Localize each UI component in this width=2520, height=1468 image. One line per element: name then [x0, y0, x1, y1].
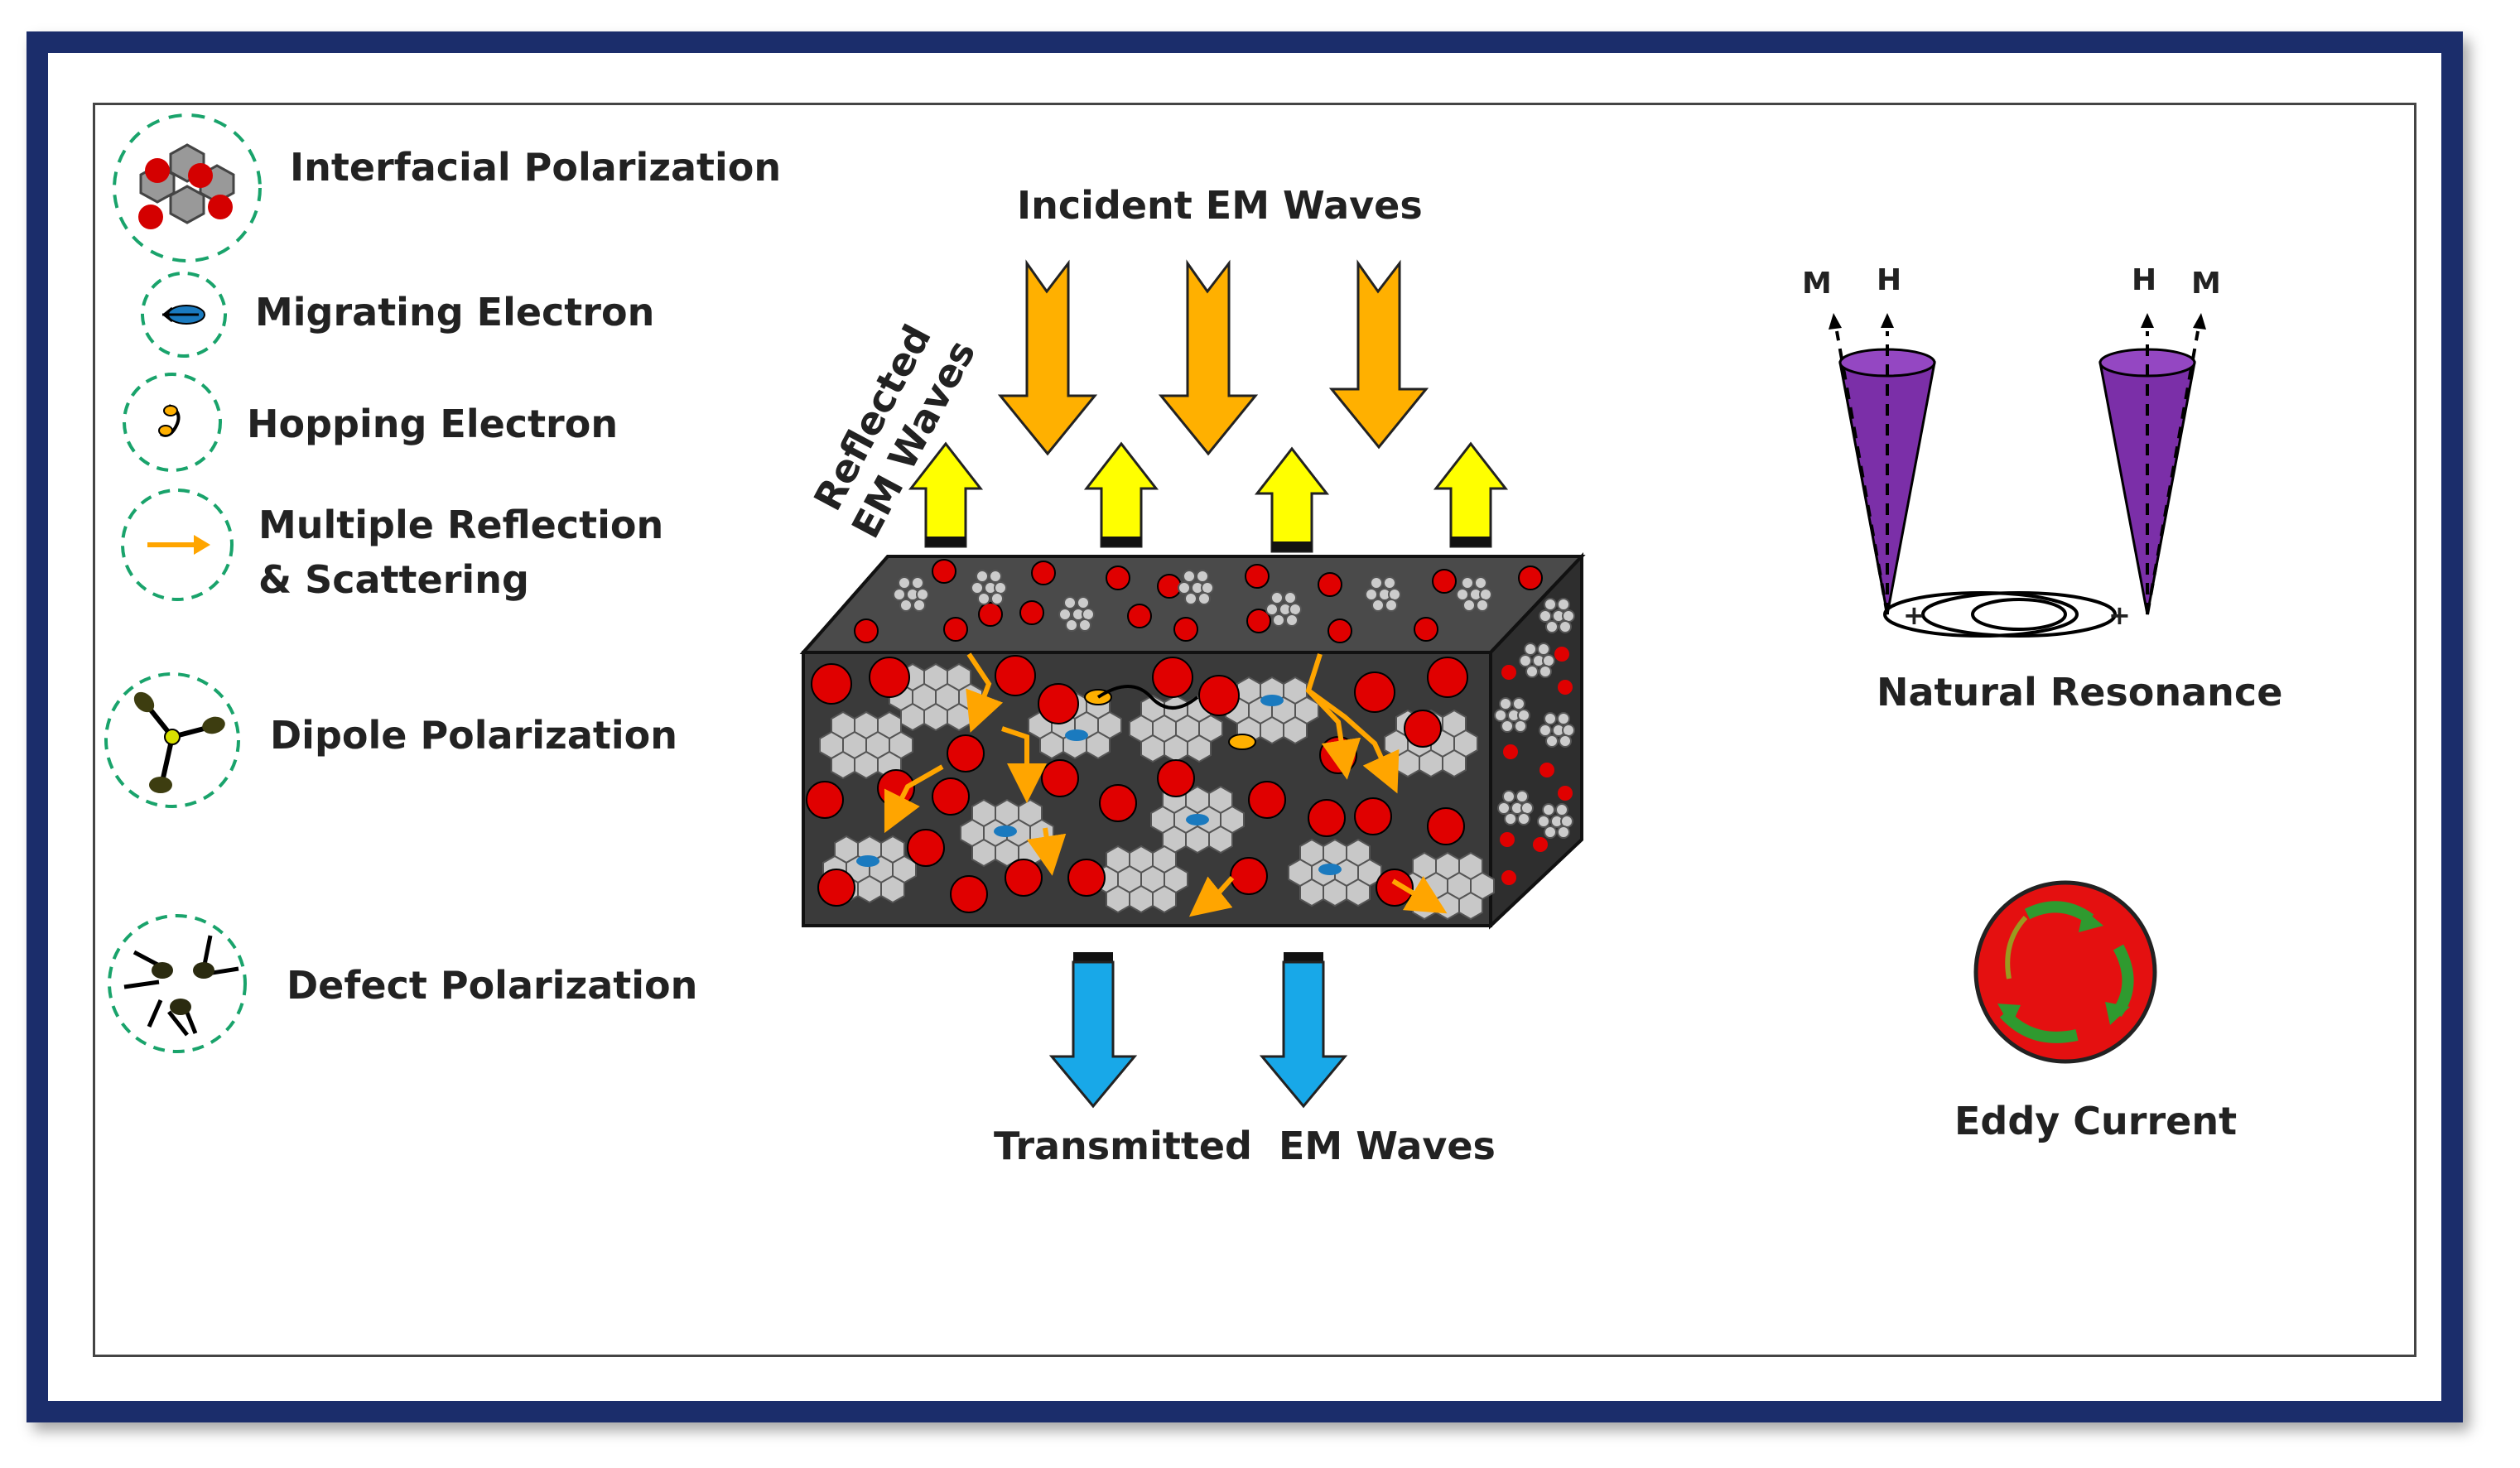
transmitted-arrows — [1048, 952, 1348, 1109]
natural-resonance-diagram: M H H M + + Natural Resonance — [1802, 263, 2282, 715]
legend-label-migrating: Migrating Electron — [255, 290, 654, 335]
incident-waves-label: Incident EM Waves — [1017, 183, 1423, 228]
incident-arrows — [997, 259, 1429, 456]
legend-item-dipole: Dipole Polarization — [104, 672, 677, 808]
reflected-arrow-4 — [1433, 441, 1509, 548]
legend-item-interfacial: Interfacial Polarization — [113, 113, 781, 262]
legend-label-hopping: Hopping Electron — [247, 402, 618, 446]
reflected-arrow-1 — [908, 441, 984, 548]
legend-item-hopping: Hopping Electron — [123, 373, 618, 472]
incident-arrow-3 — [1328, 259, 1429, 450]
legend-item-defect: Defect Polarization — [108, 914, 697, 1053]
transmitted-waves-label: Transmitted EM Waves — [994, 1124, 1496, 1168]
resonance-cone-left — [1829, 313, 1936, 615]
legend-label-multiple-line1: Multiple Reflection — [258, 503, 663, 547]
side-face-particles — [1494, 598, 1575, 885]
resonance-label-m-right: M — [2191, 267, 2221, 301]
eddy-current-diagram: Eddy Current — [1954, 880, 2237, 1143]
natural-resonance-label: Natural Resonance — [1877, 670, 2282, 715]
scattering-paths — [884, 652, 1448, 917]
hopping-electron-icon — [158, 404, 181, 437]
legend-item-migrating: Migrating Electron — [141, 272, 654, 358]
resonance-plus-left: + — [1903, 599, 1925, 631]
legend-item-multiple-reflection: Multiple Reflection & Scattering — [121, 489, 663, 602]
defect-polarization-icon — [123, 935, 239, 1037]
legend-label-multiple-line2: & Scattering — [258, 557, 529, 602]
eddy-current-icon — [1973, 880, 2157, 1064]
legend-label-dipole: Dipole Polarization — [270, 713, 677, 758]
reflected-arrow-3 — [1254, 446, 1330, 553]
transmitted-arrow-1 — [1048, 952, 1138, 1109]
top-face-particles — [854, 559, 1543, 643]
transmitted-arrow-2 — [1259, 952, 1348, 1109]
orange-arrow-icon — [147, 535, 210, 555]
interfacial-polarization-icon — [138, 143, 235, 229]
figure-panel — [93, 103, 2416, 1357]
resonance-label-h-left: H — [1877, 263, 1901, 297]
absorber-block — [799, 551, 1586, 930]
legend-label-interfacial: Interfacial Polarization — [290, 145, 781, 190]
figure-frame — [27, 31, 2463, 1422]
dashed-circle-icon — [113, 113, 262, 262]
precession-orbit-right — [1921, 591, 2117, 638]
legend-label-defect: Defect Polarization — [287, 963, 697, 1008]
reflected-arrow-2 — [1083, 441, 1159, 548]
migrating-electron-icon — [162, 305, 205, 325]
resonance-cone-right — [2098, 313, 2206, 615]
front-face-electrons — [856, 685, 1342, 875]
eddy-current-label: Eddy Current — [1954, 1099, 2237, 1143]
dipole-polarization-icon — [133, 691, 225, 793]
resonance-plus-right: + — [2108, 599, 2131, 631]
resonance-label-h-right: H — [2132, 263, 2156, 297]
resonance-label-m-left: M — [1802, 267, 1832, 301]
reflected-arrows — [908, 441, 1509, 553]
incident-arrow-1 — [997, 259, 1098, 456]
precession-orbit-left — [1883, 591, 2079, 638]
incident-arrow-2 — [1158, 259, 1259, 456]
